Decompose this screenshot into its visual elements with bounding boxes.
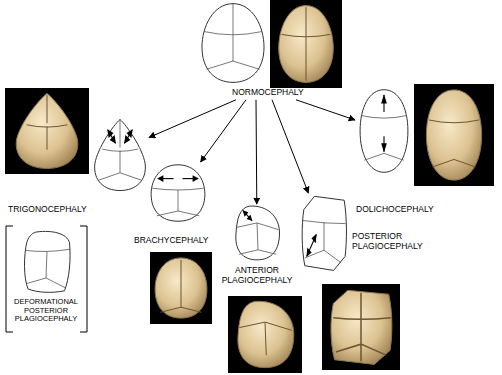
- shape-name-label: BRACHYCEPHALY: [134, 236, 208, 246]
- skull-contour: [95, 119, 146, 190]
- skull-outline: [22, 230, 72, 294]
- suture-line: [26, 278, 65, 288]
- suture-line: [120, 119, 121, 147]
- skull-photo: [150, 252, 212, 324]
- suture-line: [120, 151, 121, 173]
- shape-name-label: TRIGONOCEPHALY: [8, 205, 87, 215]
- skull-outline: [150, 163, 206, 223]
- skull-outline: [358, 88, 410, 174]
- derivation-arrow: [272, 100, 308, 193]
- suture-line: [157, 211, 200, 216]
- skull-contour: [302, 196, 346, 270]
- skull-photo: [228, 296, 302, 373]
- skull-shape-node: DEFORMATIONAL POSTERIOR PLAGIOCEPHALY: [7, 229, 85, 325]
- suture-line: [152, 188, 204, 190]
- growth-arrow: [108, 130, 116, 143]
- suture-line: [305, 250, 341, 262]
- skull-photo: [414, 84, 494, 186]
- shape-name-label: DOLICHOCEPHALY: [356, 205, 434, 215]
- shape-name-label: DEFORMATIONAL POSTERIOR PLAGIOCEPHALY: [8, 298, 84, 324]
- skull-contour: [236, 206, 280, 260]
- suture-line: [99, 173, 142, 180]
- suture-line: [257, 223, 258, 250]
- suture-line: [239, 250, 276, 254]
- derivation-arrow: [296, 100, 355, 120]
- skull-outline: [232, 205, 282, 261]
- derivation-arrow: [201, 100, 246, 162]
- suture-line: [178, 190, 179, 211]
- growth-arrow: [383, 95, 384, 112]
- growth-arrow: [182, 178, 198, 179]
- suture-line: [361, 116, 407, 119]
- growth-arrow: [383, 136, 384, 151]
- bracket: [6, 226, 87, 332]
- skull-contour: [360, 90, 408, 173]
- skull-photo: [5, 88, 89, 174]
- shape-name-label: POSTERIOR PLAGIOCEPHALY: [352, 232, 436, 252]
- skull-shape-node: DOLICHOCEPHALY: [355, 87, 435, 216]
- suture-line: [46, 251, 47, 278]
- skull-contour: [202, 4, 264, 83]
- growth-arrow: [243, 211, 252, 221]
- shape-name-label: NORMOCEPHALY: [232, 88, 304, 98]
- skull-outline: [200, 2, 266, 84]
- skull-shape-node: NORMOCEPHALY: [199, 1, 305, 99]
- skull-photo: [322, 284, 400, 370]
- suture-line: [233, 35, 234, 61]
- skull-contour: [24, 231, 70, 292]
- shape-name-label: ANTERIOR PLAGIOCEPHALY: [215, 266, 299, 286]
- skull-shape-node: POSTERIOR PLAGIOCEPHALY: [299, 193, 437, 273]
- skull-outline: [300, 194, 348, 272]
- growth-arrow: [307, 235, 317, 257]
- suture-line: [233, 4, 234, 35]
- skull-shape-node: TRIGONOCEPHALY: [7, 117, 149, 216]
- suture-line: [324, 222, 325, 250]
- growth-arrow: [158, 178, 174, 179]
- suture-line: [207, 61, 260, 69]
- skull-shape-node: BRACHYCEPHALY: [133, 162, 209, 247]
- derivation-arrow: [256, 100, 258, 204]
- suture-line: [364, 153, 404, 160]
- suture-line: [204, 32, 262, 35]
- skull-photo: [270, 0, 342, 88]
- growth-arrow: [124, 130, 132, 143]
- skull-outline: [92, 118, 148, 192]
- skull-contour: [151, 165, 205, 221]
- suture-line: [26, 249, 70, 251]
- skull-shape-node: ANTERIOR PLAGIOCEPHALY: [214, 204, 300, 287]
